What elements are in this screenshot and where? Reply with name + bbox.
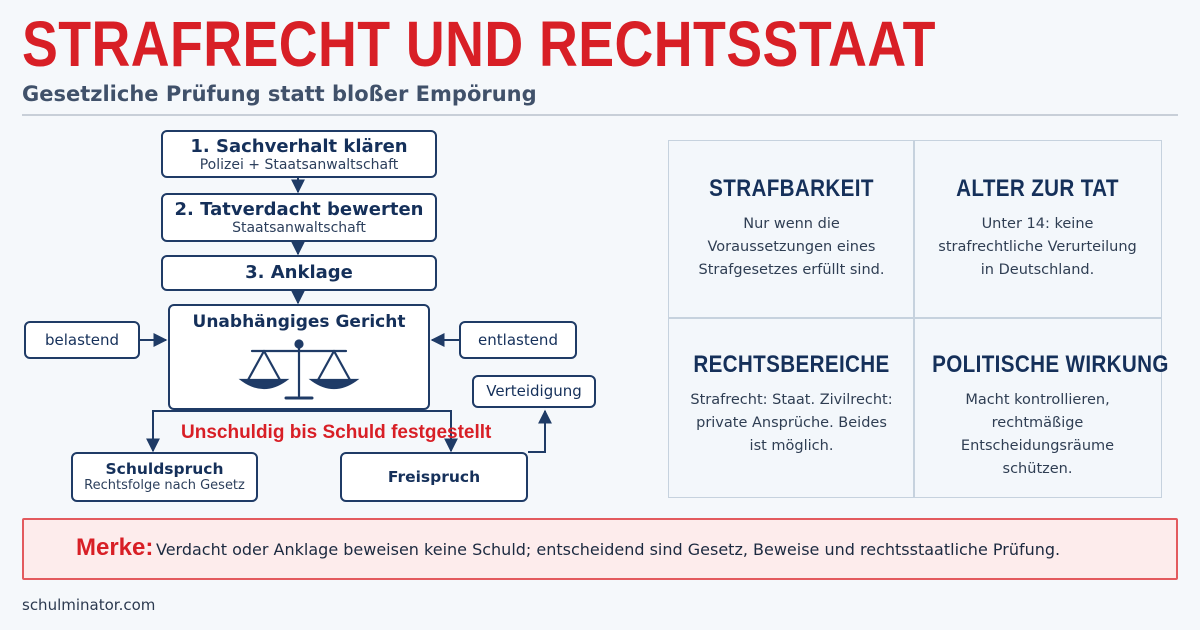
court-title: Unabhängiges Gericht	[192, 312, 406, 332]
footer-site: schulminator.com	[22, 596, 156, 614]
grid-cell-alter: ALTER ZUR TAT Unter 14: keine strafrecht…	[915, 175, 1160, 282]
grid-heading: ALTER ZUR TAT	[956, 175, 1119, 202]
verdict-guilty-title: Schuldspruch	[105, 460, 224, 478]
branch-connector	[152, 410, 452, 450]
defense-box: Verteidigung	[472, 375, 596, 408]
input-entlastend-label: entlastend	[478, 331, 558, 349]
verdict-guilty-sub: Rechtsfolge nach Gesetz	[84, 478, 245, 493]
merke-label: Merke:	[76, 534, 154, 561]
step-tatverdacht-title: 2. Tatverdacht bewerten	[174, 199, 424, 220]
presumption-label: Unschuldig bis Schuld festgestellt	[181, 422, 492, 443]
title-divider	[22, 114, 1178, 116]
grid-heading: STRAFBARKEIT	[709, 175, 874, 202]
page-title: STRAFRECHT UND RECHTSSTAAT	[22, 8, 936, 80]
grid-divider-horizontal	[669, 317, 1161, 319]
grid-cell-politik: POLITISCHE WIRKUNG Macht kontrollieren, …	[915, 351, 1169, 481]
defense-label: Verteidigung	[486, 382, 582, 400]
input-belastend-box: belastend	[24, 321, 140, 359]
merke-callout: Merke: Verdacht oder Anklage beweisen ke…	[22, 518, 1178, 580]
scales-of-justice-icon	[238, 339, 360, 400]
step-anklage-title: 3. Anklage	[245, 262, 353, 283]
verdict-guilty-box: Schuldspruch Rechtsfolge nach Gesetz	[71, 452, 258, 502]
court-box: Unabhängiges Gericht	[168, 304, 430, 410]
verdict-acquittal-title: Freispruch	[387, 468, 481, 486]
input-belastend-label: belastend	[44, 331, 120, 349]
step-sachverhalt-title: 1. Sachverhalt klären	[190, 136, 408, 157]
info-grid: STRAFBARKEIT Nur wenn die Voraussetzunge…	[668, 140, 1169, 498]
grid-cell-strafbarkeit: STRAFBARKEIT Nur wenn die Voraussetzunge…	[669, 175, 914, 282]
step-tatverdacht-sub: Staatsanwaltschaft	[232, 220, 366, 236]
verdict-acquittal-box: Freispruch	[340, 452, 528, 502]
flow-connectors	[131, 178, 552, 453]
grid-body: Strafrecht: Staat. Zivilrecht: private A…	[690, 392, 893, 454]
grid-divider-vertical	[913, 141, 915, 497]
arrow-acquittal-defense	[528, 409, 552, 453]
grid-heading: POLITISCHE WIRKUNG	[932, 351, 1169, 378]
step-sachverhalt-box: 1. Sachverhalt klären Polizei + Staatsan…	[161, 130, 437, 178]
step-anklage-box: 3. Anklage	[161, 255, 437, 291]
step-tatverdacht-box: 2. Tatverdacht bewerten Staatsanwaltscha…	[161, 193, 437, 242]
grid-body: Unter 14: keine strafrechtliche Verurtei…	[938, 216, 1137, 278]
grid-heading: RECHTSBEREICHE	[693, 351, 890, 378]
page-subtitle: Gesetzliche Prüfung statt bloßer Empörun…	[22, 82, 537, 106]
input-entlastend-box: entlastend	[459, 321, 577, 359]
merke-text: Verdacht oder Anklage beweisen keine Sch…	[156, 540, 1061, 559]
step-sachverhalt-sub: Polizei + Staatsanwaltschaft	[199, 157, 399, 173]
grid-body: Macht kontrollieren, rechtmäßige Entsche…	[960, 392, 1115, 477]
grid-cell-rechtsbereiche: RECHTSBEREICHE Strafrecht: Staat. Zivilr…	[669, 351, 914, 458]
grid-body: Nur wenn die Voraussetzungen eines Straf…	[698, 216, 885, 278]
